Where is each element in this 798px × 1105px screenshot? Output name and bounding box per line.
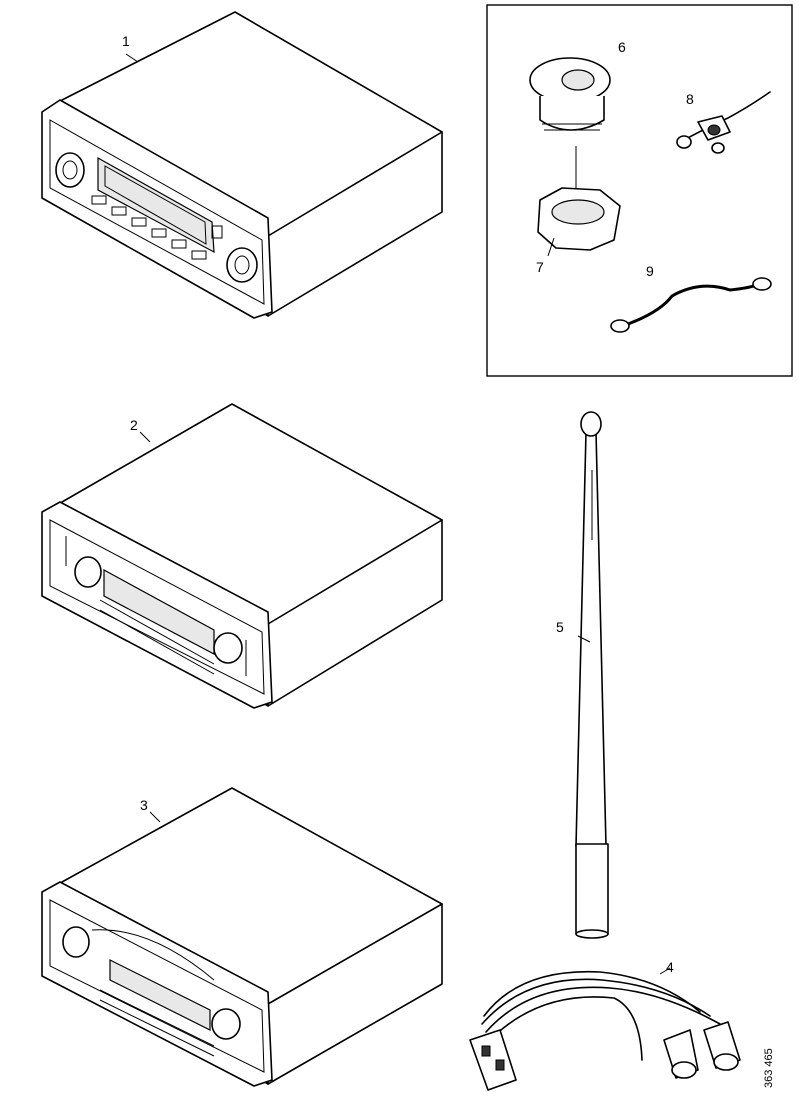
cable-clip-part-8: 8 (676, 91, 771, 154)
right-knob-2 (213, 632, 243, 664)
label-7: 7 (536, 259, 544, 275)
right-knob-1 (226, 247, 258, 283)
wiring-harness-part-4: 4 (469, 959, 741, 1091)
reference-number: 363 465 (763, 1048, 775, 1088)
grommet-part-6: 6 (529, 39, 626, 131)
left-knob-3 (62, 926, 90, 958)
radio-unit-1: 1 (41, 11, 443, 319)
label-8: 8 (686, 91, 694, 107)
ground-strap-part-9: 9 (610, 263, 772, 333)
label-3: 3 (140, 797, 148, 813)
label-2: 2 (130, 417, 138, 433)
label-6: 6 (618, 39, 626, 55)
left-knob-2 (74, 556, 102, 588)
right-knob-3 (211, 1008, 241, 1040)
label-1: 1 (122, 33, 130, 49)
radio-unit-2: 2 (41, 403, 443, 709)
radio-unit-3: 3 (41, 787, 443, 1087)
label-4: 4 (666, 959, 674, 975)
label-5: 5 (556, 619, 564, 635)
antenna-part-5: 5 (556, 411, 609, 939)
detail-inset: 6 7 8 9 (486, 4, 793, 377)
hex-nut-part-7: 7 (536, 187, 621, 275)
label-9: 9 (646, 263, 654, 279)
left-knob-1 (55, 152, 85, 188)
